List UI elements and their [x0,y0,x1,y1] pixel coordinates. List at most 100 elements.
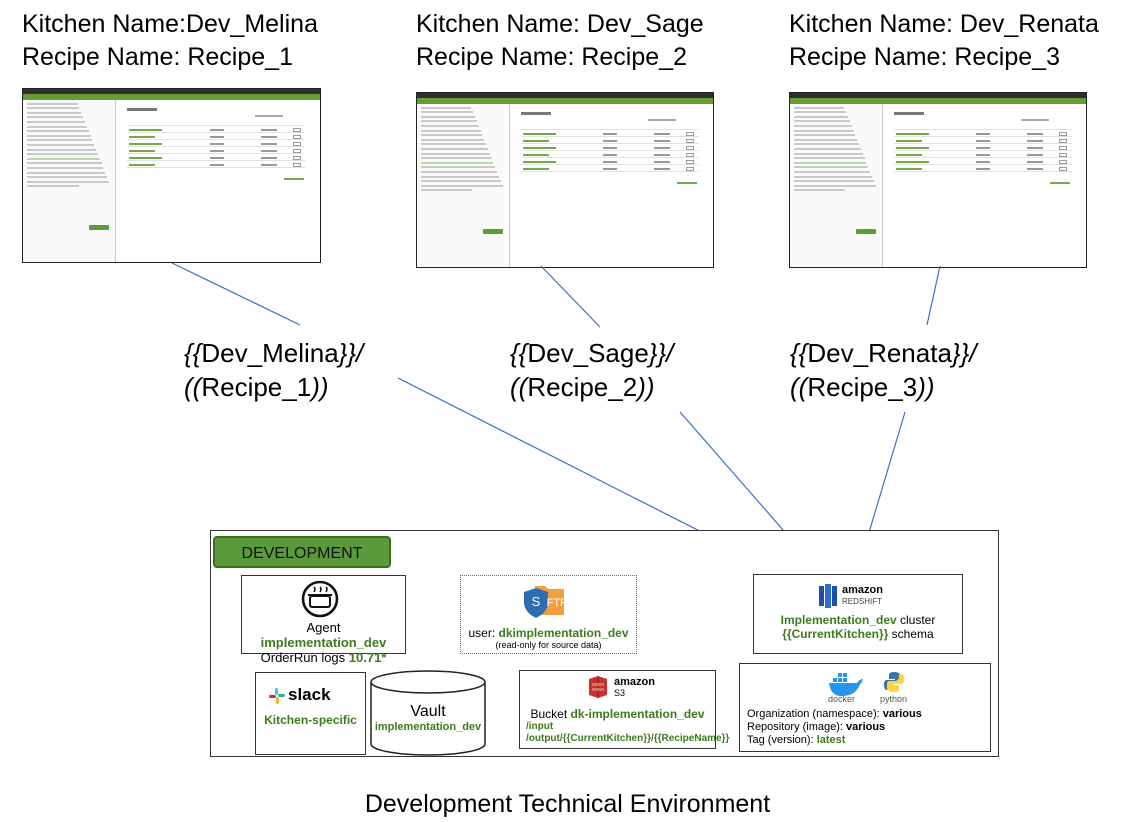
mini-row-actions [293,156,301,160]
python-icon [884,672,904,692]
mini-table-cell [976,154,990,156]
mini-table-row [127,125,305,126]
mini-sidebar-item [794,175,872,178]
slack-box: slack Kitchen-specific [255,672,366,755]
s3-logo-bottom: S3 [614,688,626,698]
mini-sidebar-item [794,138,858,141]
slack-logo-text: slack [288,685,331,704]
mini-table-link [896,161,929,163]
mini-table-row [521,143,699,144]
template-1-close1: }}/ [338,338,364,368]
mini-sidebar-item [27,107,80,110]
mini-search [648,119,676,121]
mini-table-cell [603,154,617,156]
kitchen-1-recipe: Recipe Name: Recipe_1 [22,43,293,71]
template-label-1: {{Dev_Melina}}/ ((Recipe_1)) [184,336,363,404]
mini-sidebar-item [27,116,84,119]
sftp-icon-text: FTP [547,597,568,609]
mini-row-actions [686,167,694,171]
development-tag: DEVELOPMENT [213,536,391,568]
mini-table-cell [603,140,617,142]
cooking-pot-icon [301,580,339,618]
mini-sidebar-item [421,166,496,169]
mini-table-row [127,132,305,133]
s3-box: amazon S3 Bucket dk-implementation_dev /… [519,670,729,749]
mini-table-row [127,160,305,161]
mini-table-row [521,136,699,137]
mini-row-actions [1059,132,1067,136]
mini-app-navbar [790,98,1086,104]
mini-sidebar-item [794,147,861,150]
template-2-open2: (( [510,372,528,402]
mini-sidebar-item [27,102,78,105]
mini-app-topbar [417,93,713,98]
mini-table-row [894,136,1072,137]
mini-table-cell [976,168,990,170]
mini-sidebar-item [794,161,867,164]
mini-table-link [129,129,162,131]
kitchen-2-name: Kitchen Name: Dev_Sage [416,10,704,38]
mini-app-topbar [23,89,320,94]
kitchen-1-screenshot [22,88,321,263]
mini-sidebar-item [794,184,876,187]
mini-sidebar-item [794,124,852,127]
template-3-recipe: Recipe_3 [807,372,918,402]
mini-table-cell [261,136,277,138]
mini-sidebar-item [421,120,477,123]
mini-table-cell [654,140,670,142]
svg-text:S: S [532,594,541,609]
mini-sidebar-item [27,125,87,128]
mini-sidebar-item [421,157,492,160]
template-2-close1: }}/ [648,338,674,368]
kitchen-3-name: Kitchen Name: Dev_Renata [789,10,1099,38]
mini-row-actions [293,142,301,146]
mini-row-actions [1059,139,1067,143]
mini-search [255,115,283,117]
mini-table-cell [654,147,670,149]
mini-page-title [521,112,551,115]
docker-org-value: various [882,708,922,720]
mini-table-row [127,167,305,168]
mini-row-actions [1059,167,1067,171]
sftp-user-label: user: [468,626,499,640]
mini-sidebar-item [27,143,95,146]
mini-sidebar-item [794,120,850,123]
mini-table-row [894,171,1072,172]
mini-table-cell [261,164,277,166]
docker-logo-text: docker [828,694,856,704]
redshift-schema-name: {{CurrentKitchen}} [782,627,889,641]
mini-page-title [127,108,157,111]
connector-shot3-to-label3 [926,265,941,326]
mini-sidebar-item [794,189,846,192]
slack-icon [269,688,285,704]
template-label-2: {{Dev_Sage}}/ ((Recipe_2)) [510,336,673,404]
mini-sidebar-item [27,130,89,133]
docker-icon [829,673,863,696]
mini-table-link [896,147,929,149]
mini-row-actions [1059,160,1067,164]
mini-table-link [523,168,549,170]
redshift-icon [819,584,837,608]
mini-table-link [523,161,556,163]
kitchen-2-screenshot [416,92,714,268]
mini-row-actions [1059,146,1067,150]
mini-table-link [896,154,922,156]
mini-table-cell [976,140,990,142]
mini-row-actions [686,160,694,164]
mini-sidebar-item [421,106,472,109]
mini-row-actions [686,153,694,157]
mini-sidebar-item [421,134,483,137]
redshift-schema-suffix: schema [888,627,934,641]
sftp-icon: S FTP [524,586,568,618]
mini-row-actions [293,128,301,132]
mini-sidebar-item [794,157,865,160]
mini-app-topbar [790,93,1086,98]
mini-table-cell [603,161,617,163]
mini-row-actions [1059,153,1067,157]
mini-table-link [129,150,155,152]
s3-bucket-name: dk-implementation_dev [570,707,705,721]
mini-table-cell [210,164,224,166]
mini-table-cell [1027,140,1043,142]
agent-box: Agent implementation_dev OrderRun logs 1… [241,575,406,665]
mini-sidebar-item [27,162,102,165]
